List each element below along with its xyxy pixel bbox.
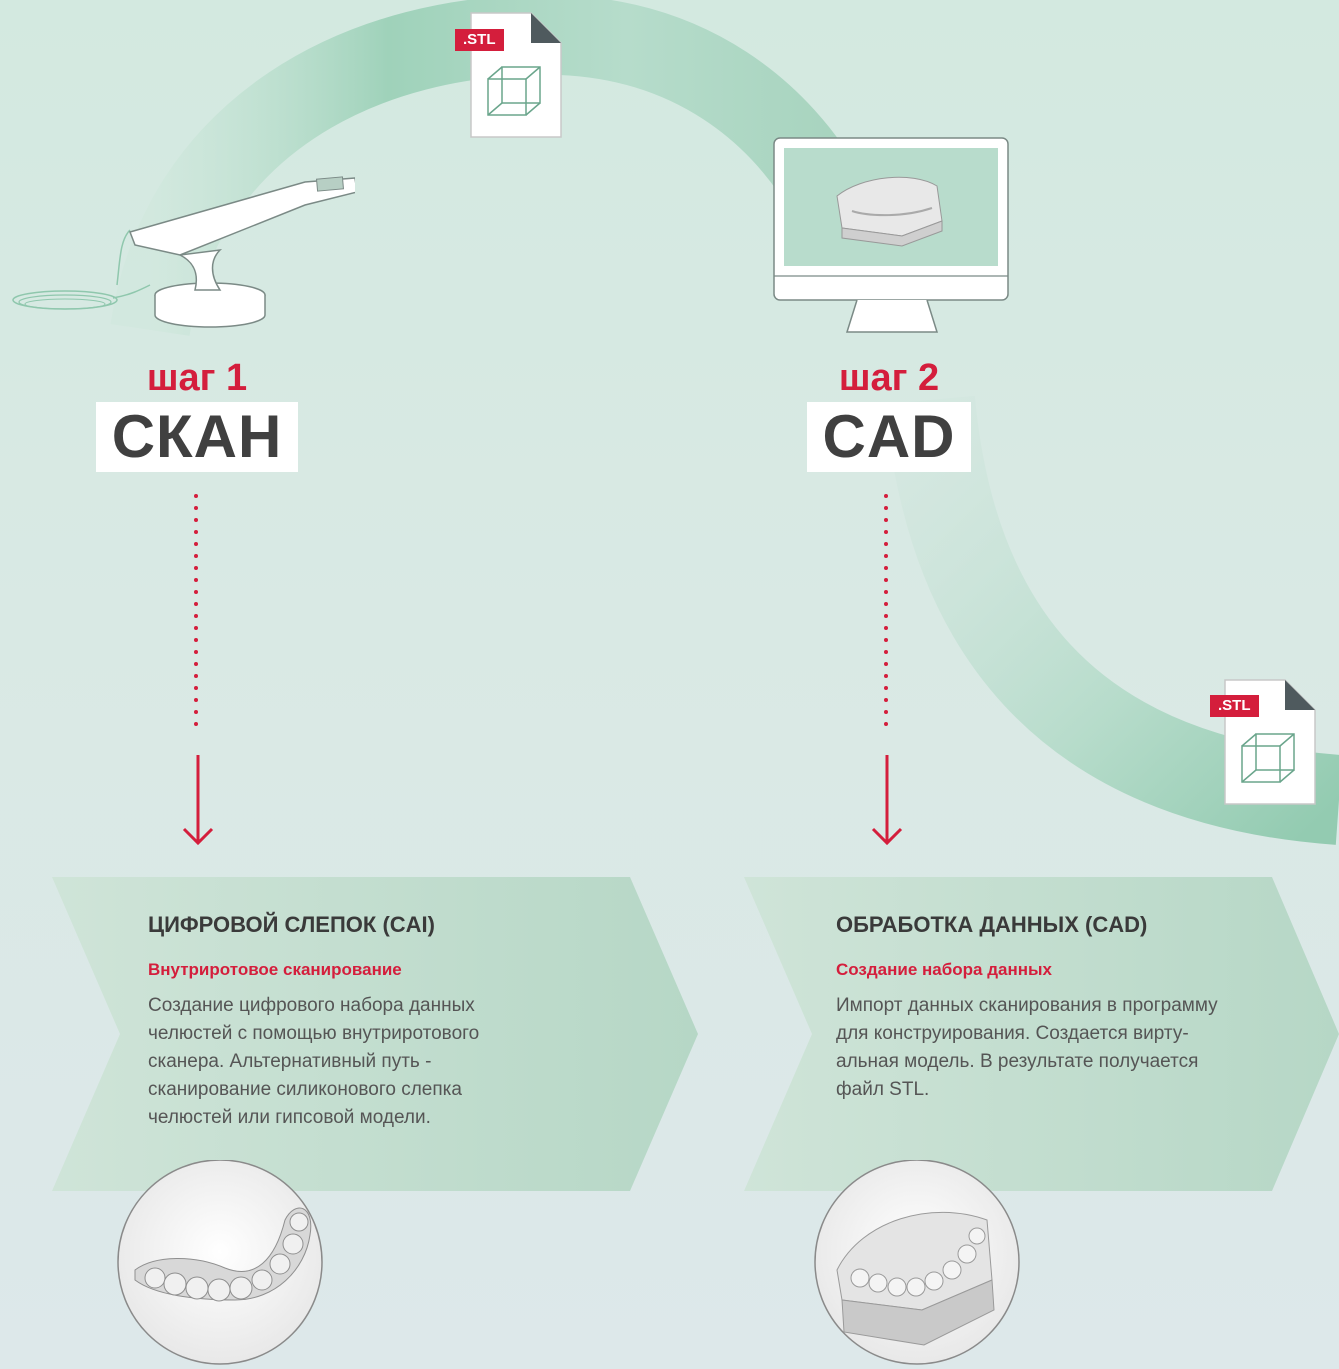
step-1-title: СКАН — [96, 402, 298, 472]
panel-2-heading: ОБРАБОТКА ДАННЫХ (CAD) — [836, 912, 1148, 937]
dotted-connector-2 — [883, 494, 889, 734]
dental-scan-mesh-icon — [117, 1160, 323, 1365]
intraoral-scanner-icon — [12, 176, 355, 328]
step-2-title: CAD — [807, 402, 971, 472]
panel-2-subheading: Создание набора данных — [836, 960, 1052, 979]
cube-icon — [1241, 733, 1295, 783]
monitor-dental-model-icon — [773, 137, 1009, 333]
step-1-label: шаг 1 — [146, 357, 248, 399]
panel-2-body: Импорт данных сканирования в программу д… — [836, 995, 1218, 1100]
stl-badge-1: .STL — [455, 29, 504, 51]
dental-model-icon — [814, 1160, 1020, 1365]
dotted-connector-1 — [193, 494, 199, 734]
panel-1-subheading: Внутриротовое сканирование — [148, 960, 402, 979]
down-arrow-icon-1 — [182, 755, 214, 846]
panel-1: ЦИФРОВОЙ СЛЕПОК (CAI) Внутриротовое скан… — [148, 912, 618, 1132]
panel-1-body: Создание цифрового набора данных челюсте… — [148, 995, 480, 1128]
panel-shape-2 — [744, 877, 1339, 1191]
stl-badge-2: .STL — [1210, 695, 1259, 717]
panel-1-heading: ЦИФРОВОЙ СЛЕПОК (CAI) — [148, 912, 435, 937]
panel-shape-1 — [52, 877, 698, 1191]
down-arrow-icon-2 — [871, 755, 903, 846]
step-2-label: шаг 2 — [838, 357, 940, 399]
cube-icon — [487, 66, 541, 116]
panel-2: ОБРАБОТКА ДАННЫХ (CAD) Создание набора д… — [836, 912, 1296, 1104]
